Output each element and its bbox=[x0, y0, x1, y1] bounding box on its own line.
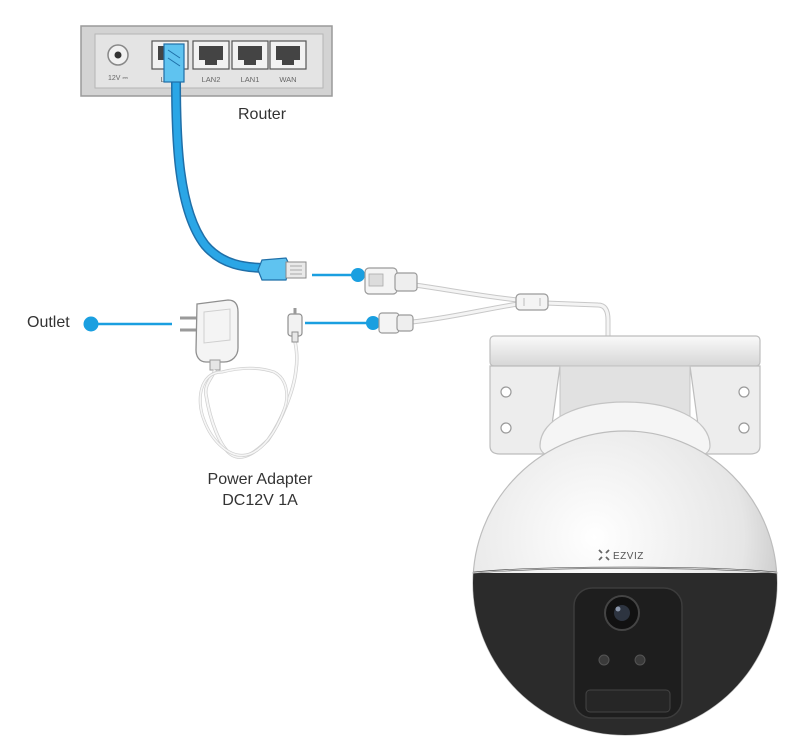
port-label-lan1: LAN1 bbox=[241, 75, 260, 84]
wan-port: WAN bbox=[269, 40, 307, 84]
power-mark: 12V ⎓ bbox=[108, 75, 128, 82]
adapter-body bbox=[195, 299, 239, 363]
router-label: Router bbox=[238, 106, 287, 123]
outlet-link-dot bbox=[83, 316, 99, 332]
ir-led-icon bbox=[634, 654, 646, 666]
brand-logo: EZVIZ bbox=[598, 549, 644, 562]
ezviz-logo-icon bbox=[598, 549, 610, 561]
ir-led-icon bbox=[598, 654, 610, 666]
camera-pigtail bbox=[364, 267, 611, 338]
ethernet-socket bbox=[364, 267, 418, 295]
ptz-camera: EZVIZ bbox=[471, 335, 779, 736]
port-label-wan: WAN bbox=[279, 75, 296, 84]
lan2-port: LAN2 bbox=[192, 40, 230, 84]
router: 12V ⎓ LAN3 LAN2 LAN1 WAN bbox=[80, 25, 333, 97]
port-label-lan2: LAN2 bbox=[202, 75, 221, 84]
adapter-cord-coil bbox=[198, 366, 289, 457]
adapter-label-line1: Power Adapter bbox=[207, 471, 313, 488]
lan1-port: LAN1 bbox=[231, 40, 269, 84]
camera-lens-module bbox=[573, 587, 683, 719]
brand-name: EZVIZ bbox=[613, 551, 644, 562]
network-link-dot bbox=[351, 268, 365, 282]
rj45-plug-router bbox=[163, 43, 185, 83]
cable-splitter bbox=[515, 293, 549, 311]
rj45-plug-camera bbox=[257, 257, 307, 281]
power-adapter bbox=[180, 299, 303, 459]
power-jack-pin bbox=[114, 51, 122, 59]
dc-plug bbox=[287, 308, 303, 343]
dc-socket bbox=[378, 312, 414, 334]
power-link-dot bbox=[366, 316, 380, 330]
ethernet-cable bbox=[163, 43, 307, 281]
adapter-label-line2: DC12V 1A bbox=[222, 492, 298, 509]
spotlight-grille bbox=[585, 689, 671, 713]
connection-indicators bbox=[83, 268, 380, 332]
outlet-label: Outlet bbox=[27, 314, 70, 331]
